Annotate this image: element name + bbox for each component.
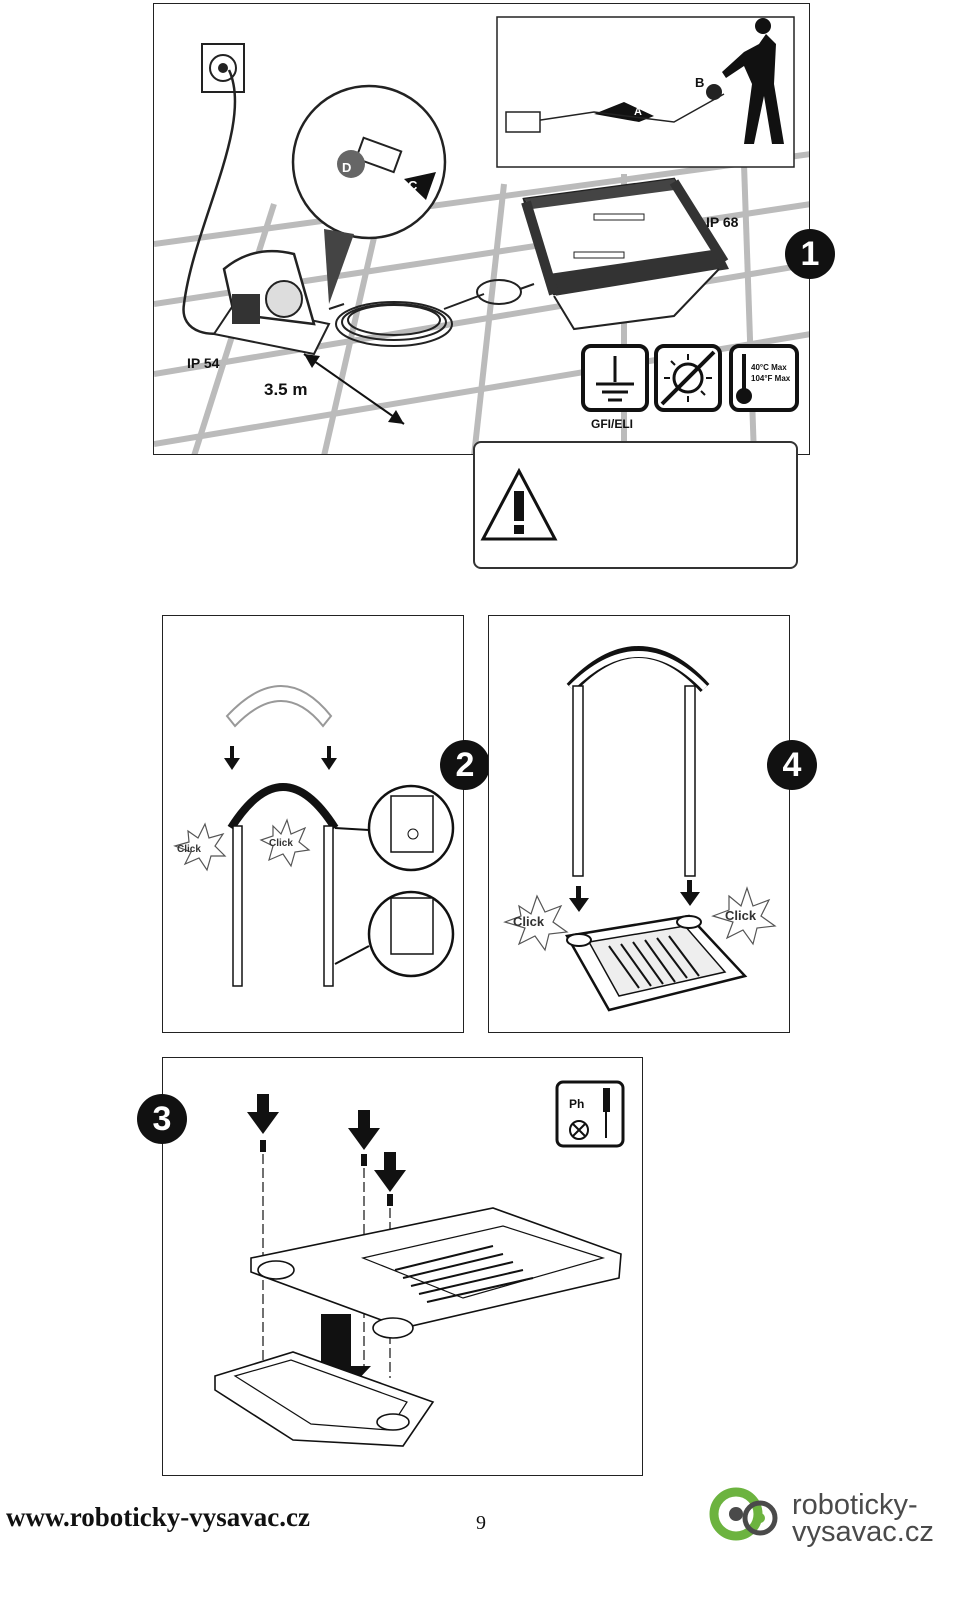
warning-box xyxy=(473,441,798,569)
step-number-4: 4 xyxy=(767,740,817,790)
down-arrows xyxy=(224,746,337,770)
label-b: B xyxy=(695,75,704,90)
no-sun-icon xyxy=(654,344,722,412)
logo-line2: vysavac.cz xyxy=(792,1516,934,1548)
step1-panel: D C B A IP 68 IP 54 xyxy=(153,3,810,455)
distance-arrow xyxy=(303,353,405,425)
step2-illustration: Click Click xyxy=(173,685,455,987)
logo-text: roboticky- vysavac.cz xyxy=(792,1489,934,1548)
step1-illustration: D C B A IP 68 IP 54 xyxy=(154,16,809,454)
step4-panel: Click Click xyxy=(488,615,790,1033)
lower-base xyxy=(214,1351,435,1447)
warning-icon xyxy=(480,467,558,541)
zoom-circle-top xyxy=(334,784,455,872)
screwdriver-icon xyxy=(555,1080,625,1148)
distance-label: 3.5 m xyxy=(264,380,307,399)
click-burst-left xyxy=(173,822,227,872)
step2-panel: Click Click xyxy=(162,615,464,1033)
step3-panel: Ph xyxy=(162,1057,643,1476)
page-number: 9 xyxy=(476,1512,486,1534)
inset-panel xyxy=(496,16,795,168)
down-arrows xyxy=(569,880,700,912)
caddy-base xyxy=(565,914,748,1012)
zoom-circle-bottom xyxy=(334,890,455,978)
footer-url[interactable]: www.roboticky-vysavac.cz xyxy=(6,1502,310,1532)
click-burst-right xyxy=(711,886,777,946)
screw-arrows xyxy=(247,1094,406,1192)
ip-supply-label: IP 54 xyxy=(187,355,220,371)
tool-label: Ph xyxy=(569,1097,584,1111)
label-a: A xyxy=(634,106,642,118)
robot-cleaner xyxy=(521,177,729,331)
logo-line1: roboticky- xyxy=(792,1489,918,1521)
step-number-1-badge: 1 xyxy=(785,229,835,279)
wall-socket xyxy=(201,43,245,93)
click-left-label: Click xyxy=(513,914,545,929)
handle xyxy=(227,783,339,987)
logo-icon xyxy=(709,1487,778,1541)
click-burst-right xyxy=(259,818,311,868)
handle-assembled xyxy=(566,646,710,877)
power-supply xyxy=(212,249,331,356)
click-right-label: Click xyxy=(725,908,757,923)
temperature-icon xyxy=(729,344,799,412)
label-d: D xyxy=(342,160,351,175)
temp-f-label: 104°F Max xyxy=(751,374,791,383)
power-cord xyxy=(182,69,237,335)
temp-c-label: 40°C Max xyxy=(751,363,787,372)
gfi-label: GFI/ELI xyxy=(591,417,633,431)
click-left-label: Click xyxy=(177,844,201,855)
step4-illustration: Click Click xyxy=(503,646,777,1012)
label-c: C xyxy=(408,178,418,193)
click-right-label: Click xyxy=(269,838,293,849)
step-number-2: 2 xyxy=(440,740,490,790)
ip-robot-label: IP 68 xyxy=(706,214,739,230)
cable-coil xyxy=(328,279,535,347)
screws xyxy=(260,1140,393,1206)
upper-tray xyxy=(250,1207,622,1339)
click-burst-left xyxy=(503,894,569,952)
step-number-3: 3 xyxy=(137,1094,187,1144)
connector-zoom xyxy=(291,84,447,304)
distance-box xyxy=(249,374,331,402)
step3-illustration: Ph xyxy=(214,1080,625,1447)
ground-icon xyxy=(581,344,649,412)
